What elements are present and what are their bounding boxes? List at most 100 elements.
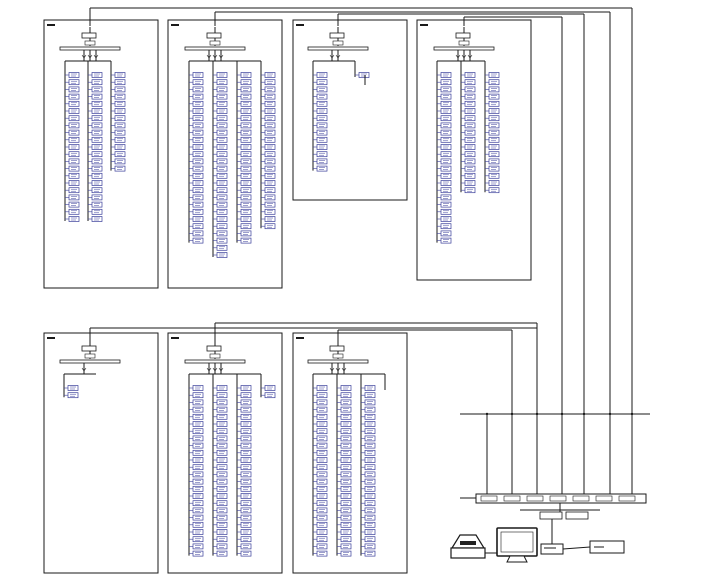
meter-unit [313,165,328,172]
meter-unit [485,165,500,172]
meter-unit-box [440,122,452,129]
meter-unit-box [316,442,328,449]
panel-tag [171,337,179,339]
meter-unit-box [358,72,370,78]
meter-unit-box [216,100,228,107]
meter-unit-box [240,550,252,557]
panel-tag [296,24,304,26]
meter-unit-box [192,86,204,93]
meter-unit-box [91,136,103,143]
meter-unit-box [192,100,204,107]
meter-unit [485,172,500,179]
meter-unit [313,115,328,122]
incoming-meter [329,345,345,352]
meter-unit [337,543,352,550]
meter-unit [361,500,376,507]
meter-unit-box [316,485,328,492]
meter-unit [437,201,452,208]
meter-unit [261,108,276,114]
meter-unit-box [216,413,228,420]
meter-unit-box [240,493,252,499]
meter-unit [88,151,103,158]
meter-unit-box [316,536,328,543]
meter-unit [111,93,126,100]
meter-unit-box [240,79,252,86]
meter-unit [213,442,228,449]
meter-unit [237,187,252,194]
meter-unit [65,180,80,186]
meter-unit-box [68,100,80,107]
meter-unit [189,457,204,463]
meter-unit [88,165,103,172]
meter-unit [437,144,452,150]
meter-unit [88,122,103,129]
meter-unit [361,449,376,456]
meter-unit [189,421,204,427]
meter-unit-box [316,399,328,406]
meter-unit [313,129,328,136]
panel-tag [296,337,304,339]
meter-unit-box [216,392,228,399]
meter-unit-box [68,79,80,86]
meter-unit-box [440,172,452,179]
meter-unit-box [464,172,476,179]
meter-unit-box [316,478,328,485]
meter-unit [189,72,204,78]
meter-unit-box [340,385,352,391]
meter-unit [237,500,252,507]
meter-unit-box [216,464,228,471]
meter-unit-box [216,93,228,100]
meter-unit [213,230,228,237]
meter-unit [237,485,252,492]
meter-unit [437,230,452,237]
meter-unit-box [240,237,252,244]
meter-unit-box [340,421,352,427]
meter-unit-box [488,115,500,122]
meter-unit-box [340,435,352,442]
meter-unit-box [68,144,80,150]
meter-unit-box [192,529,204,535]
meter-unit [313,442,328,449]
meter-unit [337,449,352,456]
meter-unit [313,86,328,93]
meter-unit-box [91,86,103,93]
meter-unit [237,108,252,114]
meter-unit-box [192,392,204,399]
meter-unit-box [316,406,328,413]
meter-unit-box [216,428,228,435]
meter-unit [189,158,204,165]
breaker [84,353,96,359]
meter-unit [65,79,80,86]
meter-unit-box [114,136,126,143]
panel-frame [167,332,283,574]
meter-unit [461,72,476,78]
meter-unit-box [264,216,276,222]
meter-unit [237,406,252,413]
meter-unit [361,399,376,406]
meter-unit [213,457,228,463]
meter-unit-box [488,100,500,107]
meter-unit-box [340,413,352,420]
meter-unit-box [340,464,352,471]
meter-unit-box [192,115,204,122]
meter-unit [237,413,252,420]
meter-unit-box [316,392,328,399]
meter-unit [64,385,79,391]
meter-unit [437,151,452,158]
communication-bus [460,412,650,416]
meter-unit [213,392,228,399]
distribution-panel [43,19,159,289]
meter-unit-box [216,194,228,201]
meter-unit [189,536,204,543]
meter-unit-box [216,442,228,449]
meter-unit-box [114,158,126,165]
meter-unit-box [464,108,476,114]
meter-unit [213,100,228,107]
meter-unit [261,151,276,158]
meter-unit [485,180,500,186]
meter-unit [237,72,252,78]
meter-unit [313,79,328,86]
meter-unit [313,478,328,485]
meter-unit-box [68,201,80,208]
